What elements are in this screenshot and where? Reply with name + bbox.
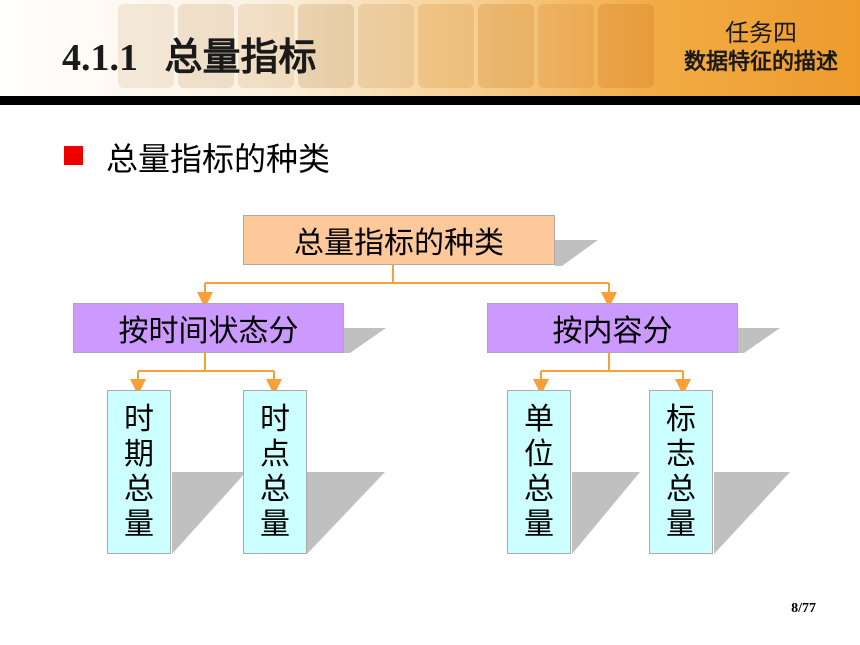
leaf-1-shadow: [172, 472, 246, 554]
diagram-root-node: 总量指标的种类: [243, 215, 555, 265]
diagram-leaf-unit-total: 单位总量: [507, 390, 571, 554]
header-divider: [0, 96, 860, 105]
page-title: 4.1.1 总量指标: [62, 26, 316, 81]
diagram-leaf-mark-total: 标志总量: [649, 390, 713, 554]
bullet-text: 总量指标的种类: [106, 140, 331, 178]
leaf-char: 量: [666, 507, 696, 542]
branch-right-shadow: [738, 328, 780, 353]
header-decoration: [0, 0, 860, 100]
task-title: 数据特征的描述: [683, 50, 838, 75]
diagram-leaf-period-total: 时期总量: [107, 390, 171, 554]
leaf-char: 期: [124, 437, 154, 472]
leaf-char: 总: [524, 472, 554, 507]
leaf-char: 单: [524, 402, 554, 437]
bullet-square-icon: [64, 146, 83, 165]
diagram-branch-content: 按内容分: [487, 303, 738, 353]
section-number: 4.1.1: [62, 37, 138, 79]
leaf-char: 总: [666, 472, 696, 507]
leaf-4-shadow: [714, 472, 790, 554]
leaf-char: 志: [666, 437, 696, 472]
leaf-char: 总: [260, 472, 290, 507]
page-number: 8/77: [791, 601, 816, 616]
header-banner: 4.1.1 总量指标 任务四 数据特征的描述: [0, 0, 860, 100]
leaf-char: 时: [124, 402, 154, 437]
leaf-char: 总: [124, 472, 154, 507]
leaf-char: 点: [260, 437, 290, 472]
section-title: 总量指标: [164, 35, 317, 79]
diagram-leaf-point-total: 时点总量: [243, 390, 307, 554]
leaf-char: 标: [666, 402, 696, 437]
diagram-branch-time: 按时间状态分: [73, 303, 344, 353]
leaf-3-shadow: [572, 472, 640, 554]
task-block: 任务四 数据特征的描述: [684, 18, 838, 78]
leaf-char: 量: [260, 507, 290, 542]
leaf-char: 时: [260, 402, 290, 437]
task-label: 任务四: [724, 19, 797, 47]
leaf-char: 位: [524, 437, 554, 472]
leaf-char: 量: [524, 507, 554, 542]
leaf-char: 量: [124, 507, 154, 542]
leaf-2-shadow: [307, 472, 385, 554]
branch-left-shadow: [344, 328, 386, 353]
root-shadow: [555, 240, 598, 266]
